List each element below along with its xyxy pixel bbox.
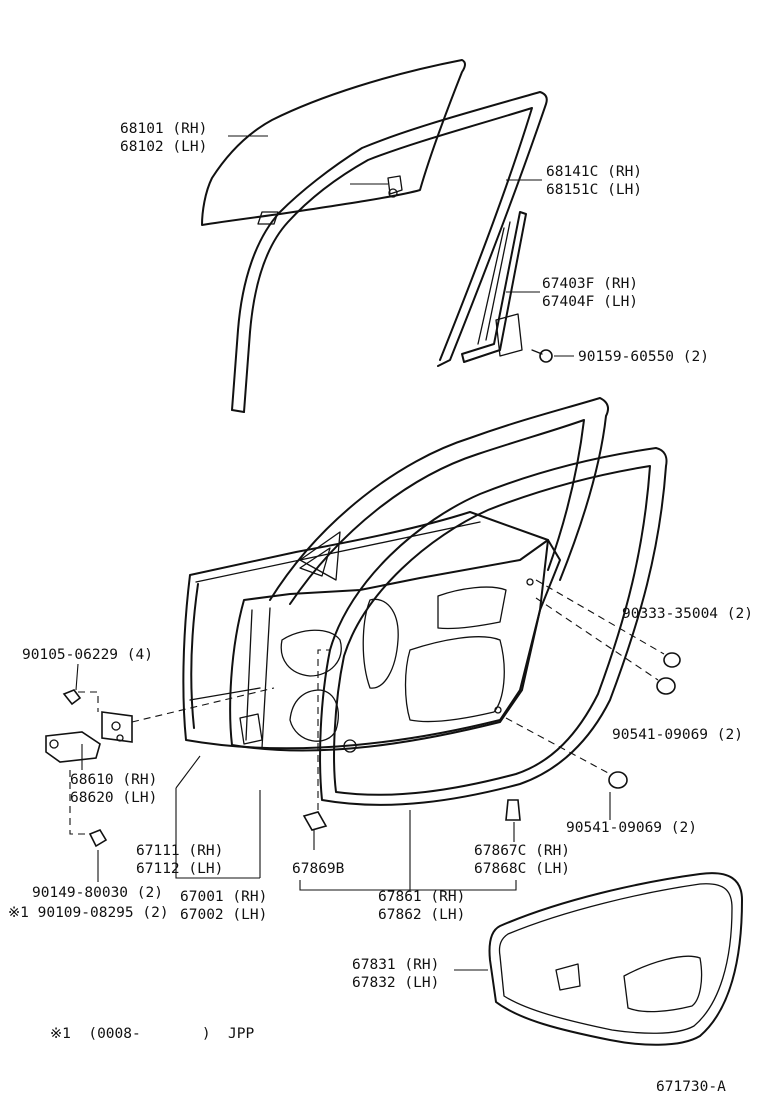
label-plug-lower: 90541-09069 (2) [566, 820, 697, 836]
rear-lower-run [461, 211, 527, 363]
label-door-weatherstrip-rh: 67861 (RH) [378, 889, 465, 905]
label-service-cover-lh: 67832 (LH) [352, 975, 439, 991]
label-plug-upper: 90333-35004 (2) [622, 606, 753, 622]
label-glass-rh: 68101 (RH) [120, 121, 207, 137]
bolt-run-icon [531, 349, 553, 363]
label-run-channel-lh: 68151C (LH) [546, 182, 642, 198]
label-clip-c-lh: 67868C (LH) [474, 861, 570, 877]
door-hinge [45, 711, 133, 763]
door-frame [269, 397, 609, 605]
label-bolt-check-1: 90149-80030 (2) [32, 885, 163, 901]
dashed-leader-lines [69, 579, 665, 835]
label-run-channel-rh: 68141C (RH) [546, 164, 642, 180]
label-hinge-rh: 68610 (RH) [70, 772, 157, 788]
label-plug-mid: 90541-09069 (2) [612, 727, 743, 743]
label-bolt-hinge: 90105-06229 (4) [22, 647, 153, 663]
part-labels: 68101 (RH) 68102 (LH) 68141C (RH) 68151C… [8, 121, 753, 1095]
clip-icon [302, 799, 521, 831]
label-door-panel-rh: 67001 (RH) [180, 889, 267, 905]
label-door-weatherstrip-lh: 67862 (LH) [378, 907, 465, 923]
footnote: ※1 (0008- ) JPP [50, 1026, 254, 1042]
diagram-code: 671730-A [656, 1079, 726, 1095]
label-clip-c-rh: 67867C (RH) [474, 843, 570, 859]
label-service-cover-rh: 67831 (RH) [352, 957, 439, 973]
leader-lines [75, 135, 611, 971]
label-rear-run-rh: 67403F (RH) [542, 276, 638, 292]
bolt-hinge-icon [62, 689, 82, 706]
label-hinge-lh: 68620 (LH) [70, 790, 157, 806]
door-outer-panel [182, 511, 561, 750]
label-clip-b: 67869B [292, 861, 345, 877]
label-bolt-check-2: ※1 90109-08295 (2) [8, 905, 169, 921]
door-inner-panel [229, 539, 549, 753]
door-weatherstrip [319, 447, 668, 806]
bolt-check-icon [88, 829, 108, 848]
label-outer-weatherstrip-lh: 67112 (LH) [136, 861, 223, 877]
label-outer-weatherstrip-rh: 67111 (RH) [136, 843, 223, 859]
label-bolt-run: 90159-60550 (2) [578, 349, 709, 365]
glass-run-channel [231, 91, 548, 413]
label-glass-lh: 68102 (LH) [120, 139, 207, 155]
hole-plug-icon [608, 652, 681, 789]
label-rear-run-lh: 67404F (LH) [542, 294, 638, 310]
label-door-panel-lh: 67002 (LH) [180, 907, 267, 923]
service-hole-cover [488, 872, 743, 1046]
door-glass [201, 59, 466, 226]
